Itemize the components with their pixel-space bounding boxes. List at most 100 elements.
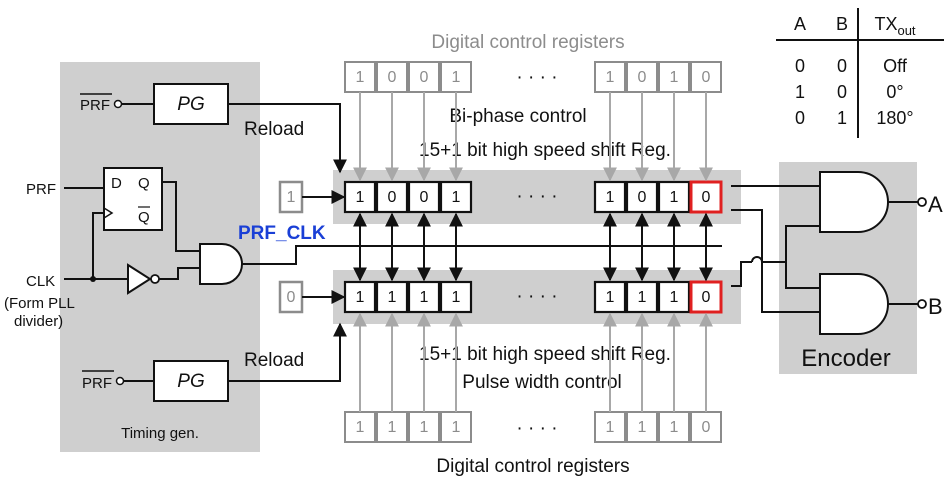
shift-bottom-right-bit-2: 1 <box>670 289 679 306</box>
shift-reg-bottom-label: 15+1 bit high speed shift Reg. <box>419 344 671 365</box>
ff-d-label: D <box>111 175 122 192</box>
shift-top-right-bit-1: 0 <box>638 189 647 206</box>
prf-label: PRF <box>26 181 56 198</box>
shift-bottom-left-cell-0 <box>343 280 377 314</box>
shift-top-right-cell-2 <box>657 180 691 214</box>
shift-top-left-cell-1 <box>375 180 409 214</box>
prf-clk-wire <box>242 245 345 265</box>
dots-ctrl-top: · · · · <box>516 67 557 88</box>
prf-bar-top-label: PRF <box>80 97 110 114</box>
ctrl-bottom-right-bit-2: 1 <box>670 419 679 436</box>
ctrl-top-left-cell-0 <box>344 61 376 93</box>
inverter <box>127 263 152 295</box>
ctrl-bottom-right-bit-0: 1 <box>606 419 615 436</box>
clk-note-1: (Form PLL <box>4 295 75 312</box>
digital-registers-bottom-label: Digital control registers <box>436 456 629 477</box>
shift-top-left-bit-1: 0 <box>388 189 397 206</box>
output-a-label: A <box>928 192 943 217</box>
ctrl-top-right-bit-3: 0 <box>702 69 711 86</box>
control-arrows <box>353 92 713 412</box>
shift-bottom-right-bit-1: 1 <box>638 289 647 306</box>
reload-bottom-wire <box>228 322 347 382</box>
pg-bottom-label: PG <box>177 371 204 392</box>
encoder-block: A B Encoder <box>731 171 943 372</box>
shift-bottom-left-cell-1 <box>375 280 409 314</box>
shift-bottom-right-cell-2 <box>657 280 691 314</box>
clk-label: CLK <box>26 273 55 290</box>
shift-top-left-cell-0 <box>343 180 377 214</box>
tt-row-1-col-2: 0° <box>886 82 903 102</box>
dots-shift-top: · · · · <box>516 186 557 207</box>
reload-top-label: Reload <box>244 119 304 140</box>
shift-top-right-cell-3 <box>689 180 723 214</box>
shift-top-right-bit-2: 1 <box>670 189 679 206</box>
shift-reg-top-label: 15+1 bit high speed shift Reg. <box>419 140 671 161</box>
shift-top-input-bit: 1 <box>287 189 296 206</box>
tt-row-1-col-0: 1 <box>795 82 805 102</box>
timing-gen-label: Timing gen. <box>121 425 199 442</box>
ctrl-bottom-left-bit-0: 1 <box>356 419 365 436</box>
ctrl-top-right-bit-1: 0 <box>638 69 647 86</box>
clk-note-2: divider) <box>14 313 63 330</box>
ff-q-wire <box>162 181 200 252</box>
shift-top-left-bit-2: 0 <box>420 189 429 206</box>
pulse-width-control-label: Pulse width control <box>462 372 621 393</box>
tt-row-2-col-0: 0 <box>795 108 805 128</box>
tt-row-1-col-1: 0 <box>837 82 847 102</box>
shift-bottom-right-cell-3 <box>689 280 723 314</box>
shift-bottom-right-cell-1 <box>625 280 659 314</box>
tt-header-tx: TXout <box>874 14 915 38</box>
ctrl-top-right-cell-0 <box>594 61 626 93</box>
prf-clk-label: PRF_CLK <box>238 223 326 244</box>
prf-bar-bottom-terminal <box>115 376 125 386</box>
tt-row-0-col-0: 0 <box>795 56 805 76</box>
ctrl-bottom-left-bit-1: 1 <box>388 419 397 436</box>
shift-bottom-input-bit: 0 <box>287 289 296 306</box>
ctrl-bottom-right-bit-1: 1 <box>638 419 647 436</box>
shift-bottom-left-bit-3: 1 <box>452 289 461 306</box>
digital-registers-top-label: Digital control registers <box>431 32 624 53</box>
shift-bottom-right-cell-0 <box>593 280 627 314</box>
shift-top-right-cell-0 <box>593 180 627 214</box>
ff-q-label: Q <box>138 175 150 192</box>
shift-top-left-bit-3: 1 <box>452 189 461 206</box>
ctrl-bottom-right-cell-3 <box>690 411 722 443</box>
ctrl-bottom-right-bit-3: 0 <box>702 419 711 436</box>
tt-row-2-col-2: 180° <box>876 108 913 128</box>
shift-top-right-cell-1 <box>625 180 659 214</box>
tt-row-0-col-2: Off <box>883 56 908 76</box>
ctrl-top-right-bit-0: 1 <box>606 69 615 86</box>
reload-bottom-label: Reload <box>244 350 304 371</box>
and-gate-a <box>819 171 889 233</box>
ctrl-top-left-bit-0: 1 <box>356 69 365 86</box>
ctrl-bottom-left-bit-2: 1 <box>420 419 429 436</box>
ctrl-bottom-right-cell-2 <box>658 411 690 443</box>
biphase-control-label: Bi-phase control <box>449 106 586 127</box>
ff-qbar-label: Q <box>138 209 150 226</box>
flip-flop <box>103 167 163 231</box>
ctrl-top-left-bit-2: 0 <box>420 69 429 86</box>
tt-header-a: A <box>794 14 806 34</box>
shift-top-left-cell-2 <box>407 180 441 214</box>
shift-top-right-bit-0: 1 <box>606 189 615 206</box>
shift-bottom-right-bit-0: 1 <box>606 289 615 306</box>
ctrl-top-left-bit-3: 1 <box>452 69 461 86</box>
dots-ctrl-bottom: · · · · <box>516 418 557 439</box>
shift-bottom-left-cell-2 <box>407 280 441 314</box>
ctrl-bottom-left-cell-1 <box>376 411 408 443</box>
shift-top-left-cell-3 <box>439 180 473 214</box>
ctrl-bottom-left-bit-3: 1 <box>452 419 461 436</box>
and-gate-timing <box>199 243 243 285</box>
and-gate-b <box>819 273 889 335</box>
shift-top-left-bit-0: 1 <box>356 189 365 206</box>
encoder-label: Encoder <box>801 345 890 372</box>
ctrl-top-right-bit-2: 1 <box>670 69 679 86</box>
shift-top-right-bit-3: 0 <box>702 189 711 206</box>
shift-bottom-left-bit-2: 1 <box>420 289 429 306</box>
pg-top-label: PG <box>177 94 204 115</box>
pg-bottom-block <box>153 360 229 402</box>
prf-bar-top-terminal <box>113 99 123 109</box>
shift-bottom-left-cell-3 <box>439 280 473 314</box>
